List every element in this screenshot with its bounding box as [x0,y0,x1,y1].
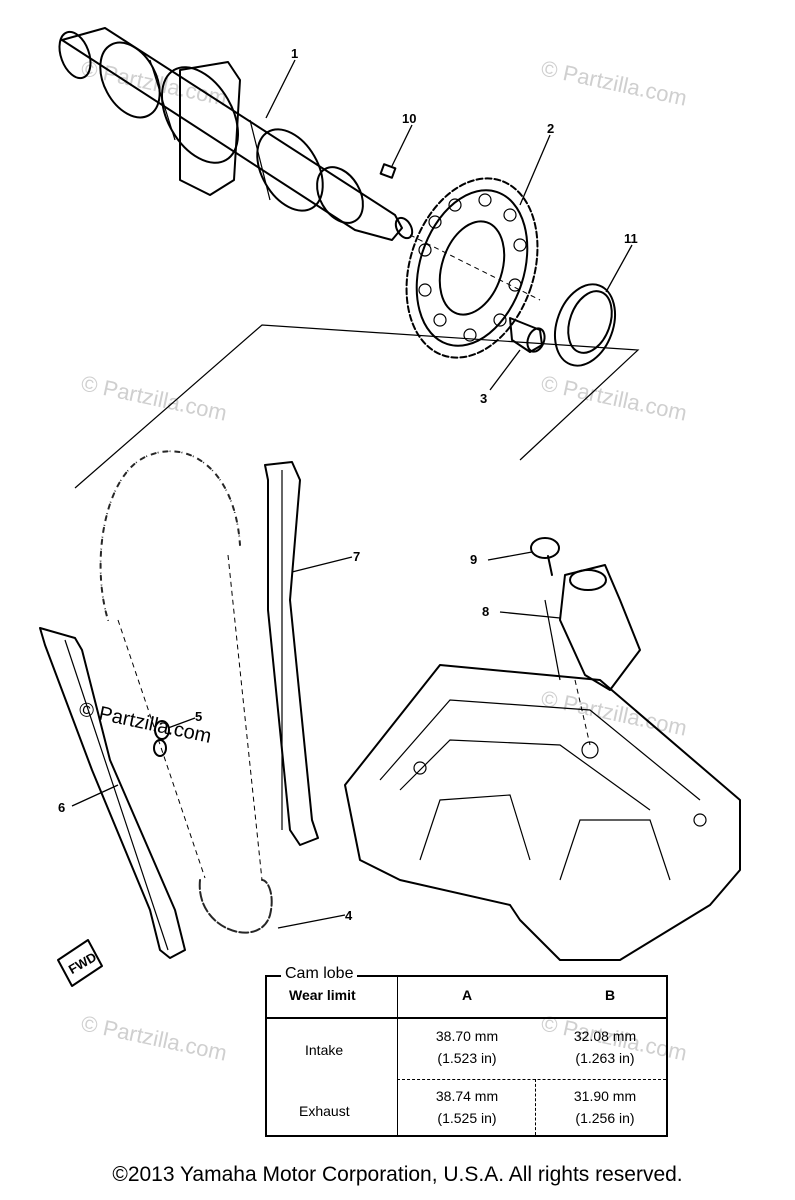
intake-b-in: (1.263 in) [575,1050,635,1066]
table-col-divider [535,1079,536,1135]
leader-lines [71,59,633,929]
table-row-divider [397,1079,666,1080]
exhaust-a-in: (1.525 in) [437,1110,497,1126]
tensioner-bolt [530,537,560,576]
cam-lobe-table: Cam lobe Wear limit A B Intake 38.70 mm … [265,965,668,1137]
column-b-header: B [605,987,616,1003]
watermark: © Partzilla.com [539,55,689,110]
chain-guide-intake [39,627,186,959]
callout-1: 1 [291,46,298,61]
table-title: Cam lobe [281,965,358,983]
camshaft [58,27,414,241]
callout-5: 5 [195,709,202,724]
chain-guide-exhaust [264,461,319,846]
copyright-notice: ©2013 Yamaha Motor Corporation, U.S.A. A… [112,1163,683,1186]
watermark: © Partzilla.com [79,370,229,425]
cam-chain-lower [198,879,273,934]
exhaust-a-value: 38.74 mm (1.525 in) [407,1085,527,1129]
table-header-rule [267,1017,666,1019]
callout-4: 4 [345,908,353,923]
exhaust-b-mm: 31.90 mm [573,1088,637,1104]
forward-arrow: FWD [57,939,103,987]
chain-tensioner [544,564,641,691]
callout-9: 9 [470,552,477,567]
sprocket-bolt [509,317,546,353]
callout-6: 6 [58,800,65,815]
table-divider [397,977,398,1135]
guide-pin [153,720,170,757]
intake-a-value: 38.70 mm (1.523 in) [407,1025,527,1069]
callout-2: 2 [547,121,554,136]
intake-b-mm: 32.08 mm [573,1028,637,1044]
callout-7: 7 [353,549,360,564]
fwd-label: FWD [66,949,99,977]
dowel-pin [379,163,397,179]
exhaust-b-in: (1.256 in) [575,1110,635,1126]
cylinder-head [344,664,741,961]
callout-10: 10 [402,111,416,126]
cam-chain-upper [99,449,242,621]
callout-3: 3 [480,391,487,406]
watermark: © Partzilla.com [539,370,689,425]
watermark-highlighted: © Partzilla.com [77,698,213,748]
callout-11: 11 [624,231,638,246]
intake-a-mm: 38.70 mm [435,1028,499,1044]
watermark: © Partzilla.com [539,685,689,740]
exhaust-label: Exhaust [299,1103,350,1119]
wear-limit-header: Wear limit [289,987,356,1003]
callouts: 1 2 3 4 5 6 7 8 9 10 11 [58,46,638,923]
watermark: © Partzilla.com [79,1010,229,1065]
exhaust-a-mm: 38.74 mm [435,1088,499,1104]
column-a-header: A [462,987,473,1003]
intake-b-value: 32.08 mm (1.263 in) [545,1025,665,1069]
callout-8: 8 [482,604,489,619]
intake-label: Intake [305,1042,344,1058]
watermark: © Partzilla.com [79,55,229,110]
exhaust-b-value: 31.90 mm (1.256 in) [545,1085,665,1129]
oil-seal [554,283,616,367]
intake-a-in: (1.523 in) [437,1050,497,1066]
